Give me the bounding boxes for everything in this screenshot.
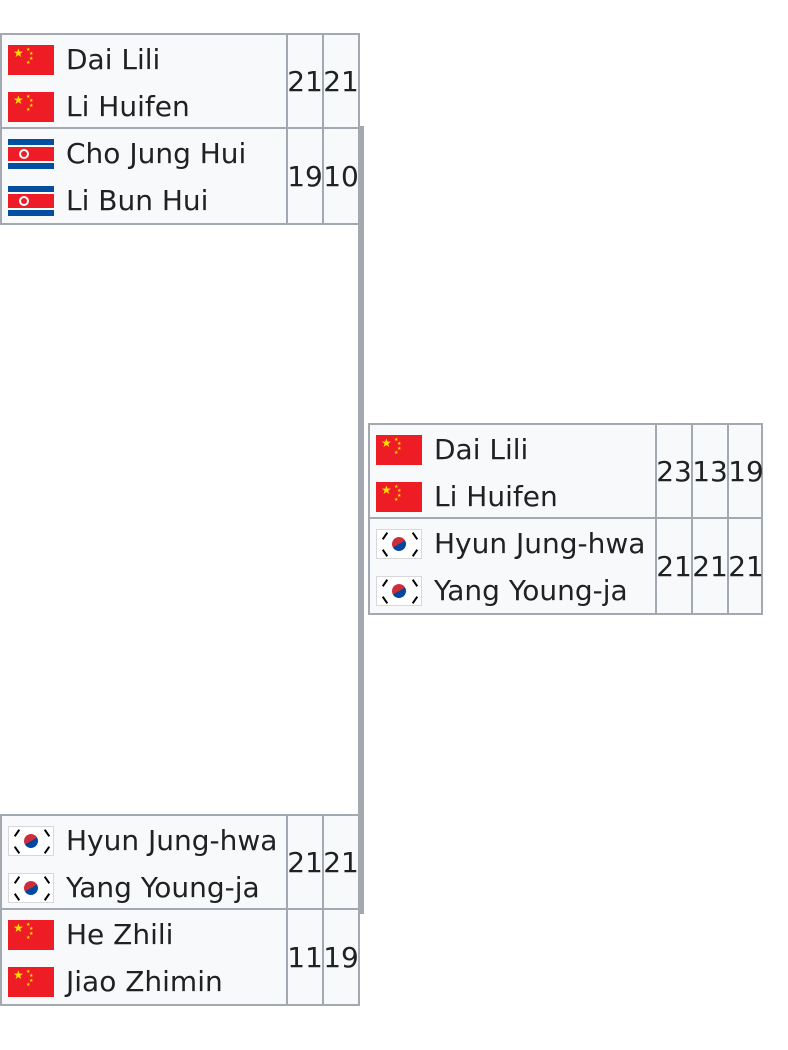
player: ★★★★★ Dai Lili bbox=[376, 435, 528, 465]
player: Li Bun Hui bbox=[8, 186, 208, 216]
set-score: 21 bbox=[322, 816, 359, 908]
player-name[interactable]: Jiao Zhimin bbox=[66, 965, 223, 998]
player: ★★★★★ Dai Lili bbox=[8, 45, 160, 75]
kp-flag-icon bbox=[8, 139, 54, 169]
cn-flag-icon: ★★★★★ bbox=[8, 92, 54, 122]
set-score: 23 bbox=[655, 425, 692, 517]
team-row: ★★★★★ He Zhili ★★★★★ Jiao Zhimin 11 19 bbox=[0, 910, 360, 1006]
player-name[interactable]: Cho Jung Hui bbox=[66, 137, 247, 170]
player-name[interactable]: He Zhili bbox=[66, 918, 174, 951]
final-match: ★★★★★ Dai Lili ★★★★★ Li Huifen 23 13 19 … bbox=[368, 423, 764, 615]
player: ★★★★★ Li Huifen bbox=[376, 482, 558, 512]
kp-flag-icon bbox=[8, 186, 54, 216]
player-name[interactable]: Dai Lili bbox=[66, 43, 161, 76]
kr-flag-icon bbox=[8, 826, 54, 856]
player: Yang Young-ja bbox=[8, 873, 260, 903]
kr-flag-icon bbox=[376, 576, 422, 606]
team-row: ★★★★★ Dai Lili ★★★★★ Li Huifen 23 13 19 bbox=[368, 423, 764, 519]
set-score: 10 bbox=[322, 129, 359, 223]
team-row: Cho Jung Hui Li Bun Hui 19 10 bbox=[0, 129, 360, 225]
set-score: 19 bbox=[286, 129, 323, 223]
player-name[interactable]: Dai Lili bbox=[434, 433, 529, 466]
set-score: 11 bbox=[286, 910, 323, 1004]
team-row: Hyun Jung-hwa Yang Young-ja 21 21 21 bbox=[368, 519, 764, 615]
player-name[interactable]: Hyun Jung-hwa bbox=[66, 824, 278, 857]
set-score: 21 bbox=[286, 35, 323, 127]
player-name[interactable]: Li Huifen bbox=[66, 90, 190, 123]
player-name[interactable]: Li Huifen bbox=[434, 480, 558, 513]
player: Hyun Jung-hwa bbox=[8, 826, 277, 856]
cn-flag-icon: ★★★★★ bbox=[376, 435, 422, 465]
set-score: 21 bbox=[286, 816, 323, 908]
kr-flag-icon bbox=[8, 873, 54, 903]
player: ★★★★★ Jiao Zhimin bbox=[8, 967, 223, 997]
set-score: 21 bbox=[691, 519, 728, 613]
team-row: Hyun Jung-hwa Yang Young-ja 21 21 bbox=[0, 814, 360, 910]
kr-flag-icon bbox=[376, 529, 422, 559]
semifinal-1-match: ★★★★★ Dai Lili ★★★★★ Li Huifen 21 21 Cho… bbox=[0, 33, 360, 225]
cn-flag-icon: ★★★★★ bbox=[8, 45, 54, 75]
cn-flag-icon: ★★★★★ bbox=[8, 967, 54, 997]
player: ★★★★★ He Zhili bbox=[8, 920, 173, 950]
set-score: 19 bbox=[727, 425, 764, 517]
player: Cho Jung Hui bbox=[8, 139, 246, 169]
player: Yang Young-ja bbox=[376, 576, 628, 606]
set-score: 19 bbox=[322, 910, 359, 1004]
set-score: 13 bbox=[691, 425, 728, 517]
cn-flag-icon: ★★★★★ bbox=[376, 482, 422, 512]
team-row: ★★★★★ Dai Lili ★★★★★ Li Huifen 21 21 bbox=[0, 33, 360, 129]
player: ★★★★★ Li Huifen bbox=[8, 92, 190, 122]
set-score: 21 bbox=[655, 519, 692, 613]
player-name[interactable]: Yang Young-ja bbox=[434, 574, 628, 607]
player: Hyun Jung-hwa bbox=[376, 529, 645, 559]
semifinal-2-match: Hyun Jung-hwa Yang Young-ja 21 21 ★★★★★ … bbox=[0, 814, 360, 1006]
set-score: 21 bbox=[322, 35, 359, 127]
player-name[interactable]: Li Bun Hui bbox=[66, 184, 209, 217]
cn-flag-icon: ★★★★★ bbox=[8, 920, 54, 950]
player-name[interactable]: Yang Young-ja bbox=[66, 871, 260, 904]
set-score: 21 bbox=[727, 519, 764, 613]
player-name[interactable]: Hyun Jung-hwa bbox=[434, 527, 646, 560]
bracket-connector bbox=[358, 126, 364, 914]
